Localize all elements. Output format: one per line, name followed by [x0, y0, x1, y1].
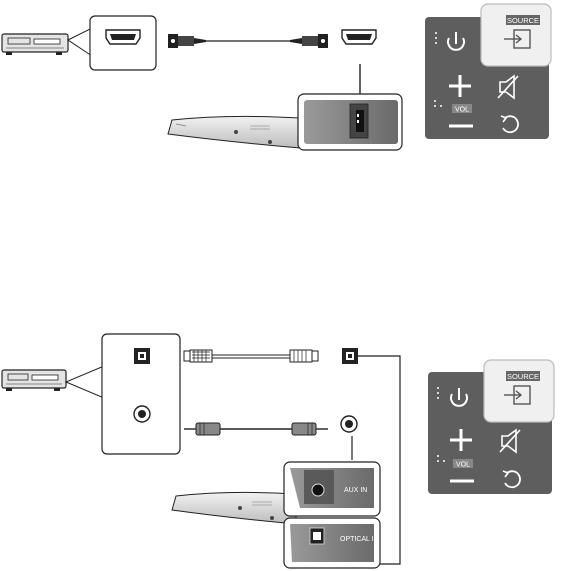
hdmi-port-callout: [67, 15, 157, 71]
mute-icon-2[interactable]: [499, 428, 521, 454]
aux-in-label: AUX IN: [344, 487, 367, 494]
soundbar-icon: [167, 115, 301, 149]
source-icon-2[interactable]: [504, 385, 531, 405]
source-label-2: SOURCE: [507, 372, 539, 381]
source-device-icon-2: [1, 369, 67, 391]
source-device-icon: [1, 33, 69, 55]
vol-label-bg: [452, 104, 472, 113]
source-label: SOURCE: [507, 16, 539, 25]
soundbar-hdmi-panel: [297, 93, 403, 151]
optical-in-port-icon: [342, 348, 358, 364]
vol-label-2: VOL: [456, 462, 470, 469]
source-icon[interactable]: [504, 29, 531, 49]
aux-port-icon: [133, 405, 151, 423]
source-highlight-2: [483, 359, 555, 423]
source-label-bg-2: [506, 371, 540, 381]
hdmi-in-port-icon: [341, 29, 377, 45]
mute-icon[interactable]: [497, 74, 519, 100]
hdmi-cable: [168, 34, 328, 48]
vol-label-bg-2: [453, 459, 473, 468]
repeat-icon-2[interactable]: [502, 470, 521, 489]
top-hdmi-diagram: SOURCE VOL: [1, 3, 552, 151]
repeat-icon[interactable]: [500, 115, 519, 134]
aux-in-port-icon: [340, 415, 358, 433]
soundbar-icon-2: [171, 491, 297, 525]
remote-panel-top: SOURCE VOL: [425, 3, 552, 139]
soundbar-aux-panel: AUX IN: [283, 461, 381, 517]
soundbar-optical-panel: OPTICAL IN: [283, 517, 381, 569]
vol-label: VOL: [455, 107, 469, 114]
plus-icon[interactable]: [449, 75, 471, 97]
hdmi-port-icon: [105, 29, 141, 45]
remote-panel-bottom: SOURCE VOL: [428, 359, 555, 494]
plus-icon-2[interactable]: [450, 429, 472, 451]
power-icon[interactable]: [447, 32, 465, 51]
optical-in-label: OPTICAL IN: [340, 536, 379, 543]
bottom-aux-optical-diagram: AUX IN OPTICAL IN SOURCE: [1, 333, 555, 569]
source-label-bg: [506, 15, 540, 25]
source-ports-callout: [64, 333, 181, 455]
optical-port-icon: [134, 348, 150, 364]
power-icon-2[interactable]: [450, 388, 468, 407]
optical-cable: [183, 349, 319, 363]
aux-cable: [184, 422, 328, 436]
